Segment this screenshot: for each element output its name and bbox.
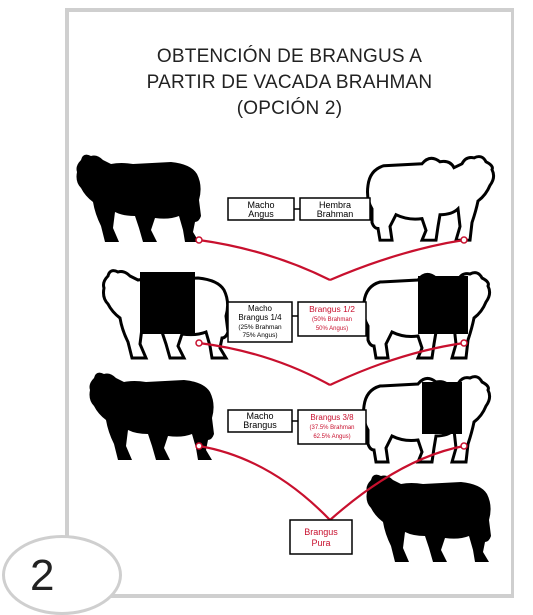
black-angus-bull-icon	[76, 154, 201, 242]
diagram-frame	[65, 8, 514, 598]
belted-bull-icon	[102, 269, 230, 360]
belted-cow-icon	[362, 271, 492, 360]
female-label-line-2: (50% Brahman	[312, 317, 352, 323]
female-label-line-3: 62.5% Angus)	[313, 434, 350, 440]
male-label-line-4: 75% Angus)	[242, 332, 277, 339]
male-label-line-1: Macho	[248, 304, 273, 313]
female-label-line-1: Hembra	[319, 200, 351, 210]
white-brahman-cow-icon	[366, 155, 496, 242]
male-label-line-1: Macho	[246, 411, 273, 421]
belted-brangus-cow-icon	[362, 375, 492, 464]
male-label-line-1: Macho	[247, 200, 274, 210]
diagram-title-line-2: PARTIR DE VACADA BRAHMAN	[146, 72, 433, 93]
female-label-line-2: Brahman	[317, 209, 354, 219]
female-label-line-3: 50% Angus)	[316, 326, 348, 332]
diagram-title-line-3: (OPCIÓN 2)	[236, 98, 343, 119]
male-label-line-2: Brangus 1/4	[238, 313, 282, 322]
step-badge	[2, 535, 122, 615]
male-label-line-2: Brangus	[243, 420, 277, 430]
black-brangus-bull-icon	[89, 372, 214, 460]
diagram-title-line-1: OBTENCIÓN DE BRANGUS A	[156, 46, 423, 67]
result-label-line-1: Brangus	[304, 527, 338, 537]
male-label-line-3: (25% Brahman	[238, 324, 282, 331]
black-brangus-pure-icon	[366, 474, 491, 562]
step-number: 2	[30, 551, 55, 600]
result-label-line-2: Pura	[311, 538, 330, 548]
connector-dots	[195, 236, 468, 450]
female-label-line-1: Brangus 1/2	[309, 304, 355, 314]
lineage-lines	[198, 238, 465, 521]
male-label-line-2: Angus	[248, 209, 274, 219]
female-label-line-1: Brangus 3/8	[310, 413, 354, 422]
female-label-line-2: (37.5% Brahman	[309, 425, 354, 431]
